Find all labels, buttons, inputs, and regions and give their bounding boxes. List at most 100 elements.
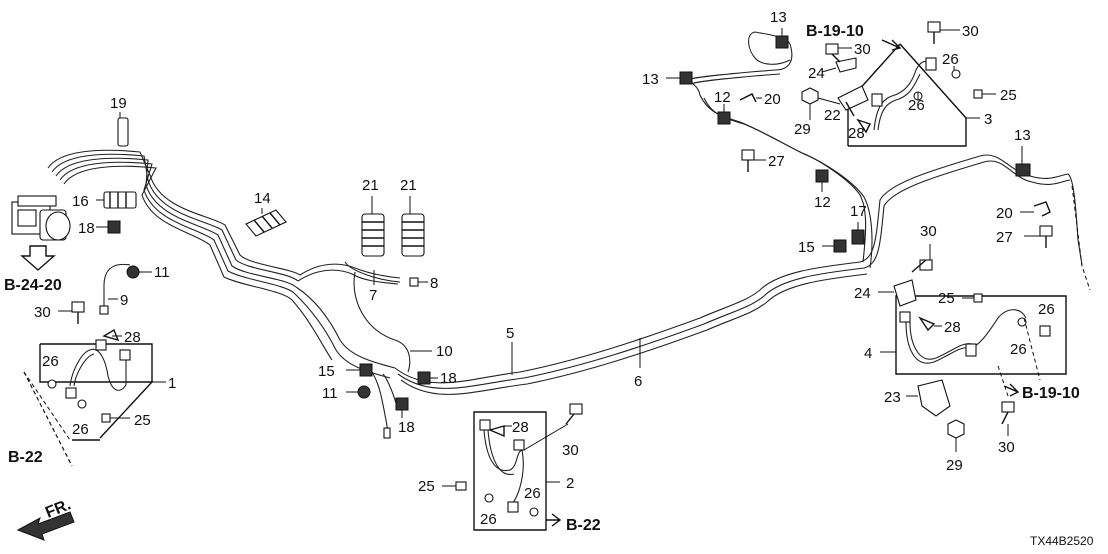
label-part-20a: 20 xyxy=(764,91,781,108)
label-part-27a: 27 xyxy=(768,153,785,170)
label-part-29a: 29 xyxy=(794,121,811,138)
label-part-13b: 13 xyxy=(642,71,659,88)
part-30-bolt xyxy=(58,301,85,324)
part-19-fitting xyxy=(117,112,129,147)
label-part-25d: 25 xyxy=(418,478,435,495)
label-part-3: 3 xyxy=(984,111,992,128)
label-part-26d: 26 xyxy=(72,421,89,438)
front-brake-pipe-bundle xyxy=(47,149,411,433)
part-8-fitting xyxy=(409,277,428,287)
label-part-21a: 21 xyxy=(362,177,379,194)
label-part-21b: 21 xyxy=(400,177,417,194)
part-12-clip xyxy=(815,169,829,192)
label-part-26g: 26 xyxy=(524,485,541,502)
label-part-29b: 29 xyxy=(946,457,963,474)
label-part-26h: 26 xyxy=(480,511,497,528)
part-27-bolt xyxy=(1024,225,1053,248)
label-part-18b: 18 xyxy=(440,370,457,387)
b19-10-top-arrow xyxy=(881,39,902,51)
part-14-clamp xyxy=(245,208,287,237)
part-16-clamp xyxy=(96,191,137,209)
label-part-14: 14 xyxy=(254,190,271,207)
label-part-25a: 25 xyxy=(1000,87,1017,104)
label-part-27b: 27 xyxy=(996,229,1013,246)
label-part-25c: 25 xyxy=(134,412,151,429)
part-30-bolt xyxy=(911,244,933,273)
label-part-2: 2 xyxy=(566,475,574,492)
abs-modulator xyxy=(11,195,71,241)
b19-10-right-arrow xyxy=(1003,383,1020,397)
part-7-pipe xyxy=(344,261,401,283)
label-part-28d: 28 xyxy=(944,319,961,336)
hose-assembly-2 xyxy=(442,403,583,531)
label-part-12a: 12 xyxy=(714,89,731,106)
part-18-clip xyxy=(417,371,438,385)
part-9-pipe xyxy=(99,263,131,315)
part-17-clamp xyxy=(851,222,865,245)
part-13-clip xyxy=(1015,146,1031,177)
part-13-clip xyxy=(775,28,789,49)
part-20-clamp xyxy=(1020,201,1051,217)
part-15-clip xyxy=(822,239,847,253)
label-part-30b: 30 xyxy=(962,23,979,40)
part-21-clamp-b xyxy=(401,196,425,257)
label-part-28a: 28 xyxy=(848,125,865,142)
part-23-bracket xyxy=(906,379,951,417)
label-part-4: 4 xyxy=(864,345,872,362)
label-part-12b: 12 xyxy=(814,194,831,211)
label-part-11a: 11 xyxy=(154,264,170,281)
hose-assembly-4 xyxy=(880,293,1067,397)
label-part-26f: 26 xyxy=(1010,341,1027,358)
diagram-code: TX44B2520 xyxy=(1030,534,1094,548)
ref-b22-bottom: B-22 xyxy=(566,517,601,534)
ref-b22-left: B-22 xyxy=(8,449,43,466)
label-part-13a: 13 xyxy=(770,9,787,26)
label-part-7: 7 xyxy=(369,287,377,304)
pipe-end-fitting xyxy=(383,427,391,439)
label-part-30c: 30 xyxy=(920,223,937,240)
label-part-8: 8 xyxy=(430,275,438,292)
part-11-grommet xyxy=(346,385,371,399)
part-18-clip xyxy=(395,397,409,418)
label-part-13c: 13 xyxy=(1014,127,1031,144)
b24-20-arrow xyxy=(20,245,56,271)
ref-b19-10-top: B-19-10 xyxy=(806,23,864,40)
label-part-23: 23 xyxy=(884,389,901,406)
label-part-30f: 30 xyxy=(998,439,1015,456)
part-12-clip xyxy=(717,104,731,125)
label-part-10: 10 xyxy=(436,343,453,360)
label-part-5: 5 xyxy=(506,325,514,342)
label-part-6: 6 xyxy=(634,373,642,390)
label-part-26c: 26 xyxy=(42,353,59,370)
dashed-lead xyxy=(1071,185,1091,291)
label-part-15b: 15 xyxy=(798,239,815,256)
b22-left-lead xyxy=(23,371,73,467)
part-24-bracket xyxy=(878,279,917,307)
label-part-30e: 30 xyxy=(562,442,579,459)
hose-assembly-3 xyxy=(801,21,996,147)
part-30-bolt xyxy=(1001,401,1015,436)
label-part-26e: 26 xyxy=(1038,301,1055,318)
part-27-bolt xyxy=(741,149,766,172)
part-29-nut xyxy=(947,419,965,452)
label-part-22: 22 xyxy=(824,107,841,124)
label-part-30a: 30 xyxy=(854,41,871,58)
part-21-clamp-a xyxy=(361,196,385,257)
label-part-28c: 28 xyxy=(512,419,529,436)
label-part-1: 1 xyxy=(168,375,176,392)
label-part-26b: 26 xyxy=(908,97,925,114)
label-part-11b: 11 xyxy=(322,385,338,402)
label-part-24b: 24 xyxy=(854,285,871,302)
ref-b19-10-right: B-19-10 xyxy=(1022,385,1080,402)
label-part-24a: 24 xyxy=(808,65,825,82)
part-11-grommet xyxy=(126,265,152,279)
label-part-19: 19 xyxy=(110,95,127,112)
part-13-clip xyxy=(666,71,693,85)
label-part-18c: 18 xyxy=(398,419,415,436)
label-part-25b: 25 xyxy=(938,290,955,307)
label-part-17: 17 xyxy=(850,203,867,220)
label-part-16: 16 xyxy=(72,193,89,210)
label-part-30d: 30 xyxy=(34,304,51,321)
hose-assembly-1 xyxy=(23,328,166,467)
